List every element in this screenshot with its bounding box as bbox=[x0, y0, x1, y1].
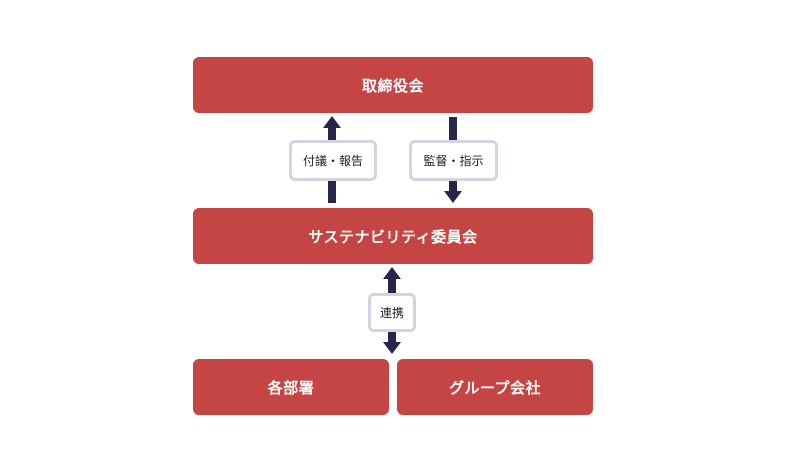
report-arrow bbox=[323, 116, 341, 203]
departments-label: 各部署 bbox=[267, 378, 315, 397]
report-label: 付議・報告 bbox=[302, 154, 363, 168]
supervise-label-box: 監督・指示 bbox=[409, 140, 498, 181]
group-companies-node: グループ会社 bbox=[397, 359, 593, 415]
cooperate-label: 連携 bbox=[379, 306, 404, 320]
supervise-label: 監督・指示 bbox=[423, 154, 484, 168]
group-companies-label: グループ会社 bbox=[448, 378, 542, 397]
committee-node: サステナビリティ委員会 bbox=[193, 208, 593, 264]
cooperate-arrow bbox=[383, 267, 401, 354]
departments-node: 各部署 bbox=[193, 359, 389, 415]
board-node: 取締役会 bbox=[193, 57, 593, 113]
report-label-box: 付議・報告 bbox=[289, 140, 377, 181]
board-label: 取締役会 bbox=[361, 76, 424, 95]
cooperate-label-box: 連携 bbox=[368, 293, 416, 332]
supervise-arrow bbox=[444, 117, 462, 203]
committee-label: サステナビリティ委員会 bbox=[308, 227, 478, 246]
